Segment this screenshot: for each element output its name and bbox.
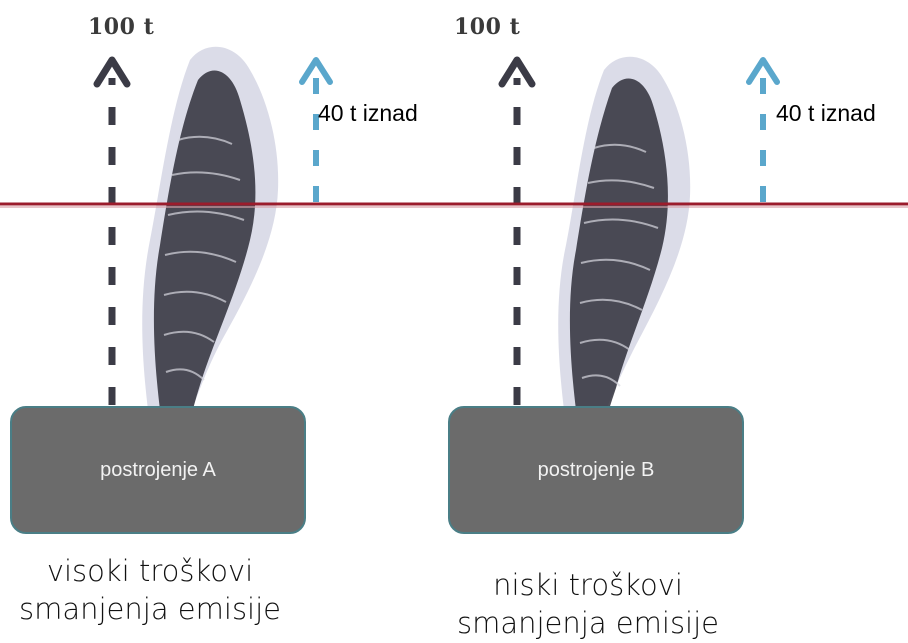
cap-total-label: 100 t [88,14,154,40]
caption-line-2: smanjenja emisije [438,604,738,642]
above-cap-arrow [749,60,777,202]
caption-line-1: visoki troškovi [0,552,300,590]
cap-total-label: 100 t [454,14,520,40]
above-cap-label: 40 t iznad [318,100,418,127]
caption-line-2: smanjenja emisije [0,590,300,628]
emission-arrow [97,60,127,405]
smoke-plume [570,78,668,410]
panel-plant-b: 100 t 40 t iznad postrojenje B niski tro… [454,0,908,643]
above-cap-label: 40 t iznad [776,100,876,127]
plant-b-box: postrojenje B [448,406,744,534]
smoke-plume [154,70,256,410]
plant-a-illustration [0,0,454,643]
plant-label: postrojenje B [538,459,655,482]
emission-arrow [502,60,532,405]
plant-a-box: postrojenje A [10,406,306,534]
caption-line-1: niski troškovi [438,566,738,604]
emission-cap-line [0,197,908,211]
above-cap-arrow [302,60,330,202]
plant-label: postrojenje A [100,459,216,482]
panel-plant-a: 100 t 40 t iznad postrojenje A visoki tr… [0,0,454,643]
cost-caption: visoki troškovi smanjenja emisije [0,552,300,628]
cost-caption: niski troškovi smanjenja emisije [438,566,738,642]
plant-b-illustration [454,0,908,643]
